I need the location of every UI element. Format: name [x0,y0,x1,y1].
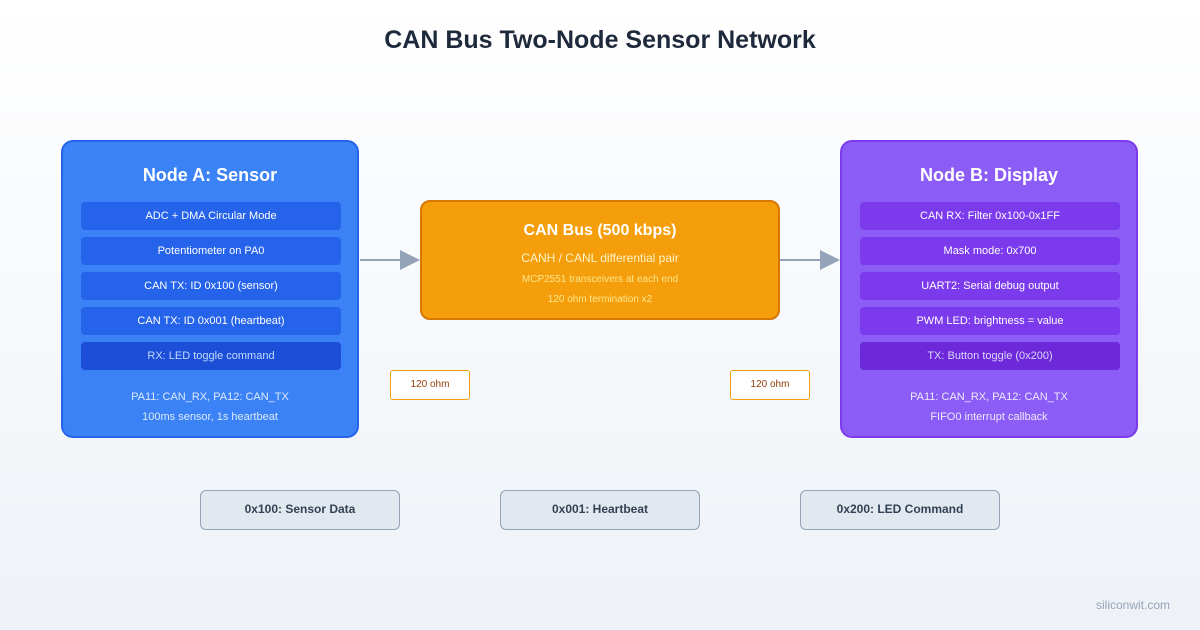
node-b-item-pwm-led: PWM LED: brightness = value [860,307,1120,335]
node-b-item-tx-button: TX: Button toggle (0x200) [860,342,1120,370]
node-b-item-mask-mode: Mask mode: 0x700 [860,237,1120,265]
message-id-sensor-data: 0x100: Sensor Data [200,490,400,530]
node-a-footer-timing: 100ms sensor, 1s heartbeat [142,411,278,423]
node-b-item-uart-debug: UART2: Serial debug output [860,272,1120,300]
node-b-item-can-rx-filter: CAN RX: Filter 0x100-0x1FF [860,202,1120,230]
diagram-title: CAN Bus Two-Node Sensor Network [384,26,816,54]
node-a-title: Node A: Sensor [142,165,278,185]
watermark: siliconwit.com [1095,598,1170,612]
can-bus-box: CAN Bus (500 kbps) CANH / CANL different… [420,200,780,320]
node-a-item-can-tx-heartbeat: CAN TX: ID 0x001 (heartbeat) [81,307,341,335]
can-bus-transceivers: MCP2551 transceivers at each end [521,274,679,285]
node-a-sensor-box: Node A: Sensor ADC + DMA Circular Mode P… [61,140,359,438]
termination-resistor-left: 120 ohm [390,370,470,400]
can-bus-subtitle: CANH / CANL differential pair [521,251,679,265]
node-a-item-adc-dma: ADC + DMA Circular Mode [81,202,341,230]
can-bus-title: CAN Bus (500 kbps) [523,222,677,239]
node-a-item-rx-led-toggle: RX: LED toggle command [81,342,341,370]
node-a-item-can-tx-sensor: CAN TX: ID 0x100 (sensor) [81,272,341,300]
can-bus-termination: 120 ohm termination x2 [547,294,653,305]
termination-resistor-right: 120 ohm [730,370,810,400]
node-b-display-box: Node B: Display CAN RX: Filter 0x100-0x1… [840,140,1138,438]
node-b-footer-pins: PA11: CAN_RX, PA12: CAN_TX [910,391,1068,403]
node-a-item-potentiometer: Potentiometer on PA0 [81,237,341,265]
node-b-title: Node B: Display [919,165,1059,185]
message-id-led-command: 0x200: LED Command [800,490,1000,530]
node-a-footer-pins: PA11: CAN_RX, PA12: CAN_TX [131,391,289,403]
message-id-heartbeat: 0x001: Heartbeat [500,490,700,530]
node-b-footer-callback: FIFO0 interrupt callback [930,411,1048,423]
